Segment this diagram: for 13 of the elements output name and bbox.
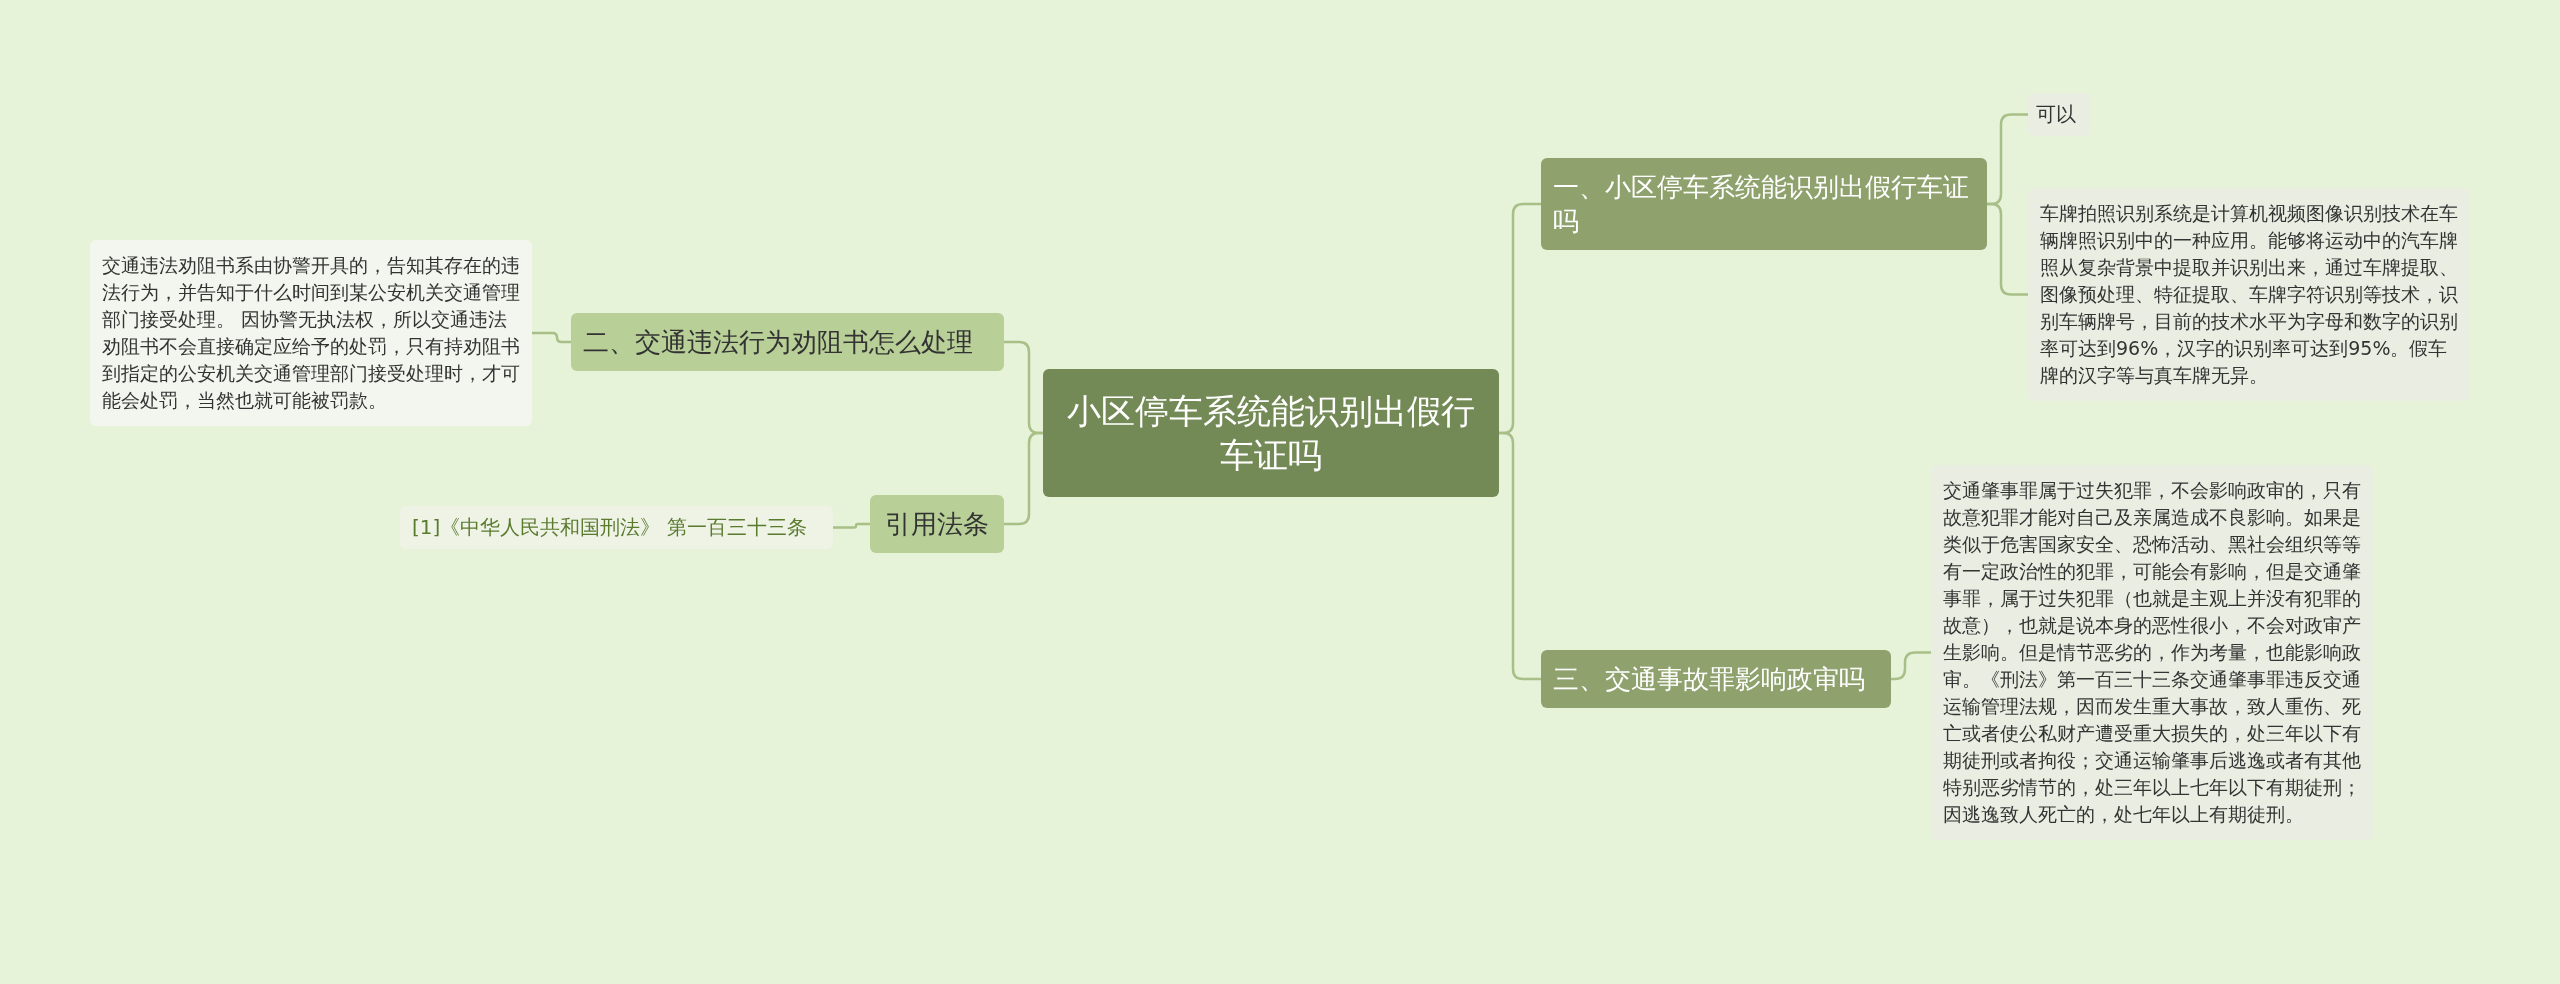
branch-topic: 一、小区停车系统能识别出假行车证吗 (1541, 158, 1987, 250)
citation-note: [1]《中华人民共和国刑法》 第一百三十三条 (400, 506, 833, 549)
connector-line (1891, 651, 1931, 681)
branch-topic: 三、交通事故罪影响政审吗 (1541, 650, 1891, 708)
connector-line (532, 331, 571, 344)
branch-topic: 引用法条 (870, 495, 1004, 553)
leaf-topic: 可以 (2028, 93, 2090, 136)
detail-note: 交通肇事罪属于过失犯罪，不会影响政审的，只有故意犯罪才能对自己及亲属造成不良影响。如果是类似于危害国家安全、恐怖活动、黑社会组织等等有一定政治性的犯罪，可能会有影响，但是交通肇事罪，属于过失犯罪（也就是主观上并没有犯罪的故意），也就是说本身的恶性很小，不会对政审产生影响。但是情节恶劣的，作为考量，也能影响政审。《刑法》第一百三十三条交通肇事罪违反交通运输管理法规，因而发生重大事故，致人重伤、死亡或者使公私财产遭受重大损失的，处三年以下有期徒刑或者拘役；交通运输肇事后逃逸或者有其他特别恶劣情节的，处三年以上七年以下有期徒刑；因逃逸致人死亡的，处七年以上有期徒刑。 (1931, 465, 2373, 840)
root-topic: 小区停车系统能识别出假行车证吗 (1043, 369, 1499, 497)
connector-line (833, 522, 870, 529)
detail-note: 车牌拍照识别系统是计算机视频图像识别技术在车辆牌照识别中的一种应用。能够将运动中的汽车牌照从复杂背景中提取并识别出来，通过车牌提取、图像预处理、特征提取、车牌字符识别等技术，识别车辆牌号，目前的技术水平为字母和数字的识别率可达到96%，汉字的识别率可达到95%。假车牌的汉字等与真车牌无异。 (2028, 188, 2470, 401)
branch-topic: 二、交通违法行为劝阻书怎么处理 (571, 313, 1004, 371)
detail-note: 交通违法劝阻书系由协警开具的，告知其存在的违法行为，并告知于什么时间到某公安机关交通管理部门接受处理。 因协警无执法权，所以交通违法劝阻书不会直接确定应给予的处罚，只有持劝阻书到指定的公安机关交通管理部门接受处理时，才可能会处罚，当然也就可能被罚款。 (90, 240, 532, 426)
